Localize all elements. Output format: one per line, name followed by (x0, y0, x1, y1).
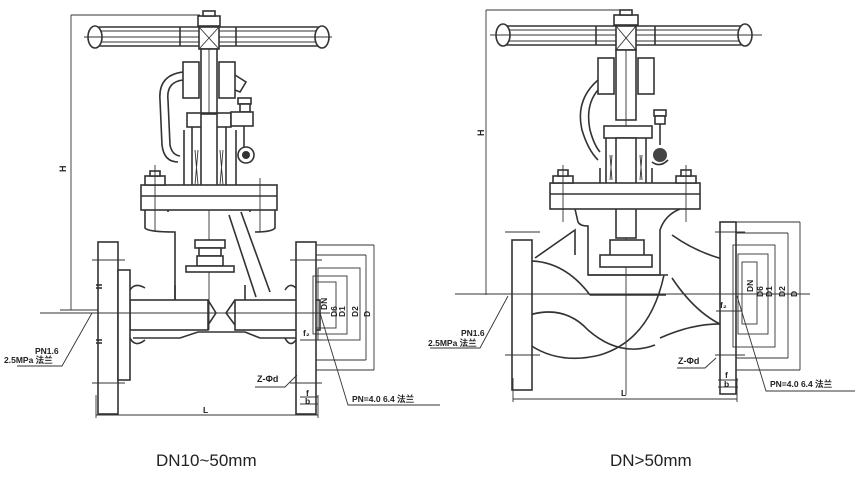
left-top-nut (197, 15, 221, 27)
left-dim-d1: D1 (337, 306, 347, 317)
right-bolt-holes-label: Z-Φd (678, 356, 699, 366)
right-dim-d: D (789, 291, 799, 297)
right-dim-d1: D1 (764, 286, 774, 297)
right-top-nut (613, 14, 639, 26)
right-length-label: L (621, 388, 626, 398)
left-caption: DN10~50mm (156, 451, 257, 470)
right-flange-dimensions (718, 221, 801, 388)
right-b-label: b (724, 379, 729, 389)
right-f2-label: f₂ (720, 300, 727, 310)
left-b-label: b (305, 396, 310, 406)
left-f-label: f (306, 388, 309, 398)
left-flange-dimensions (300, 244, 375, 405)
left-f2-label: f₂ (303, 328, 310, 338)
left-flange-low-label-1: PN1.6 (35, 346, 59, 356)
right-f-label: f (725, 370, 728, 380)
right-height-label: H (476, 130, 486, 137)
left-flange-low-label-2: 2.5MPa 法兰 (4, 355, 53, 365)
right-outlet-flange (719, 221, 737, 395)
right-flange-low-label-1: PN1.6 (461, 328, 485, 338)
left-bolt-holes-label: Z-Φd (257, 374, 278, 384)
left-dim-d6: D6 (329, 306, 339, 317)
right-bonnet-flange (549, 182, 701, 210)
left-flange-high-label: PN=4.0 6.4 法兰 (352, 394, 415, 404)
left-height-label: H (58, 166, 68, 173)
right-flange-low-label-2: 2.5MPa 法兰 (428, 338, 477, 348)
right-dim-d6: D6 (755, 286, 765, 297)
left-length-label: L (203, 405, 208, 415)
right-dim-dn: DN (745, 280, 755, 292)
right-caption: DN>50mm (610, 451, 692, 470)
left-bonnet-flange (140, 184, 278, 211)
left-dim-dn: DN (319, 298, 329, 310)
left-valve-drawing: H (4, 10, 440, 418)
right-flange-high-label: PN=4.0 6.4 法兰 (770, 379, 833, 389)
right-hinge-pin (653, 148, 667, 162)
left-dim-d2: D2 (350, 306, 360, 317)
right-dim-d2: D2 (777, 286, 787, 297)
right-inlet-flange (511, 239, 533, 391)
right-valve-drawing: H (428, 9, 855, 402)
left-dim-d: D (362, 311, 372, 317)
left-inlet-flange (97, 241, 119, 415)
